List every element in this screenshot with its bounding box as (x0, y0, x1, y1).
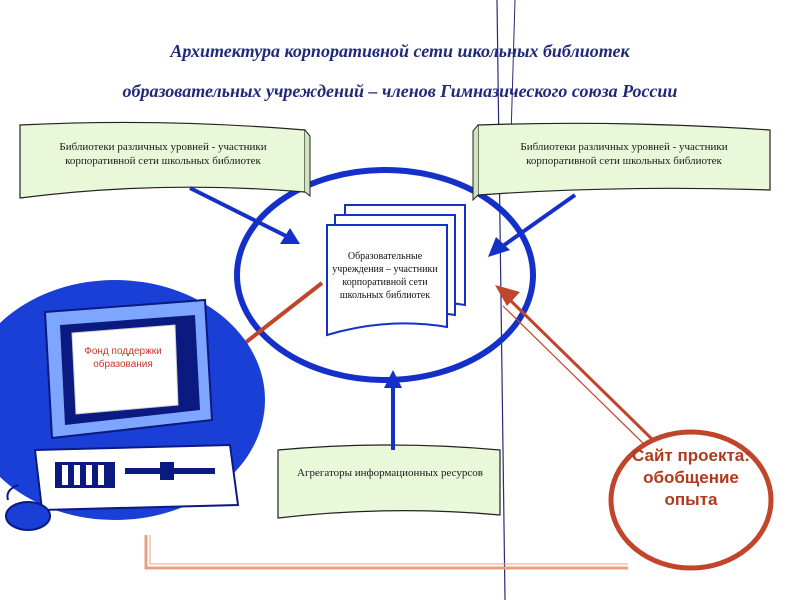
arrow-bottom-to-center (384, 370, 402, 450)
divider-line (496, 0, 506, 600)
diagram-title-line-2: образовательных учреждений – членов Гимн… (122, 81, 678, 101)
center-document-text: Образовательные учреждения – участники к… (332, 251, 438, 301)
central-ellipse (234, 167, 536, 383)
banner-right (472, 122, 771, 202)
arrow-left-banner-to-center (189, 186, 300, 244)
document-stack (326, 204, 466, 337)
banner-left (19, 121, 311, 199)
diagram-title-line-1: Архитектура корпоративной сети школьных … (170, 41, 630, 61)
banner-left-text: Библиотеки различных уровней - участники… (59, 141, 267, 167)
banner-right-text: Библиотеки различных уровней - участники… (520, 141, 728, 167)
computer-clipart-icon (0, 280, 265, 531)
arrow-right-banner-to-center (488, 193, 577, 257)
banner-bottom (277, 444, 501, 519)
site-node-text: Сайт проекта: обобщение опыта (632, 446, 750, 509)
bottom-connector (144, 535, 628, 570)
site-node (608, 429, 774, 571)
arrow-site-to-center (495, 285, 657, 449)
fund-label: Фонд поддержки образования (84, 346, 162, 370)
banner-bottom-text: Агрегаторы информационных ресурсов (297, 467, 483, 479)
